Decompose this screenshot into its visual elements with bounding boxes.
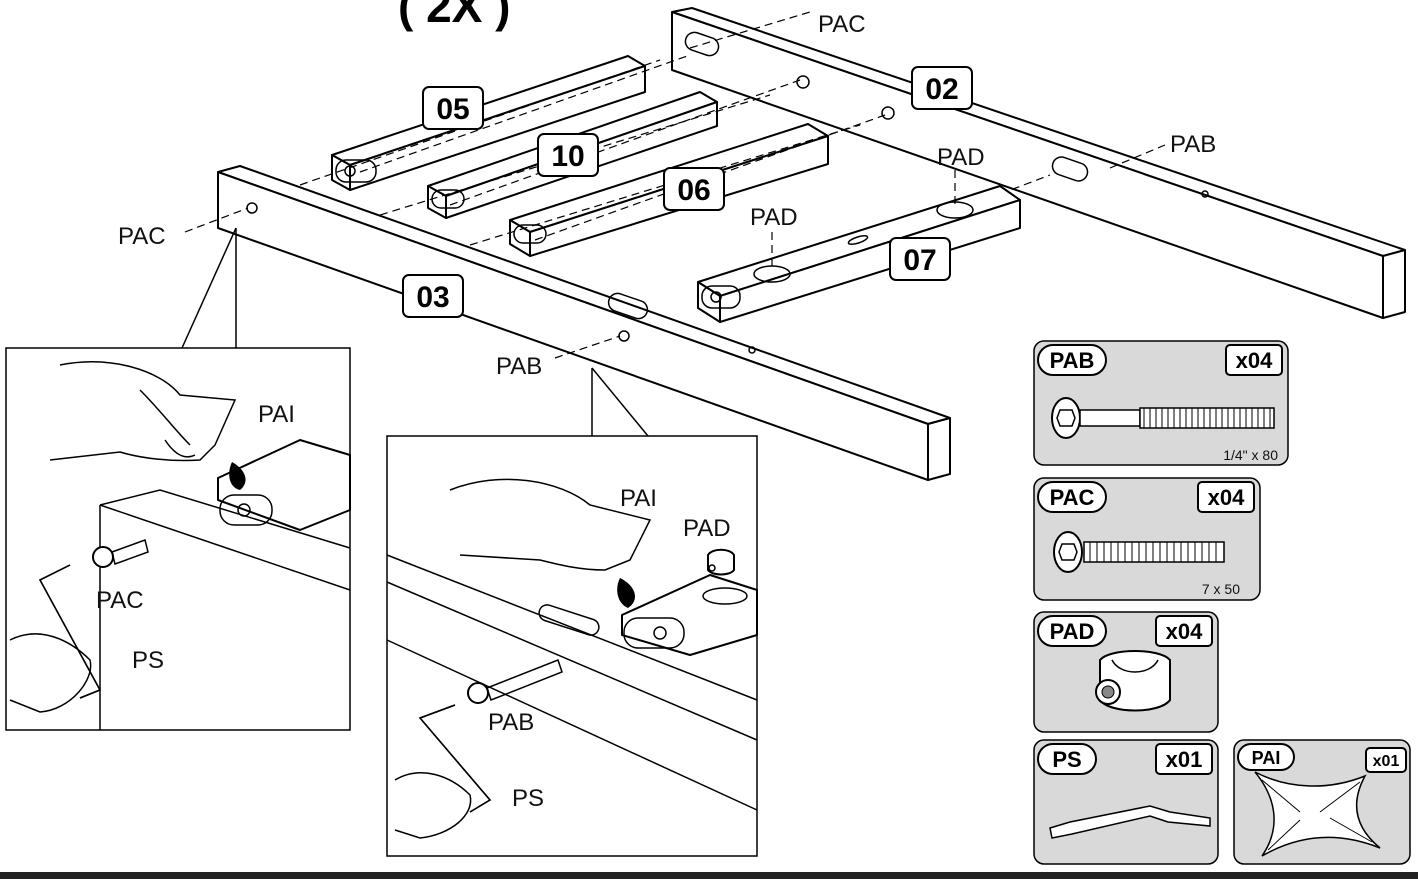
- tag-03: 03: [402, 274, 464, 318]
- callout-pab-mid: PAB: [496, 353, 542, 380]
- multiplier-label: ( 2X ): [398, 0, 510, 32]
- glue-bag-icon: [1254, 771, 1381, 857]
- barrel-nut-icon: [1095, 650, 1171, 712]
- hardware-name: PS: [1052, 747, 1081, 772]
- rail-02: [671, 7, 1406, 319]
- allen-key-icon: [1049, 805, 1211, 839]
- hardware-qty: x04: [1236, 348, 1273, 373]
- tag-06: 06: [663, 167, 725, 211]
- hardware-ps-panel: PS x01: [1033, 739, 1219, 865]
- rail-03: [217, 165, 951, 481]
- hardware-name: PAD: [1050, 619, 1095, 644]
- hardware-spec: 7 x 50: [1202, 581, 1240, 597]
- hardware-qty: x04: [1208, 485, 1245, 510]
- detail-left-pac: PAC: [96, 587, 144, 614]
- detail-left-ps: PS: [132, 647, 164, 674]
- detail-left-pai: PAI: [258, 401, 295, 428]
- hardware-qty: x01: [1166, 747, 1203, 772]
- svg-text:06: 06: [677, 174, 710, 207]
- svg-text:10: 10: [551, 140, 584, 173]
- tag-10: 10: [537, 133, 599, 177]
- hardware-pad-panel: PAD x04: [1033, 611, 1219, 733]
- detail-mid-pai: PAI: [620, 485, 657, 512]
- hardware-pab-panel: PAB x04 1/4" x 80: [1033, 340, 1289, 466]
- hardware-qty: x01: [1373, 753, 1400, 770]
- hardware-name: PAC: [1050, 485, 1095, 510]
- tag-07: 07: [889, 237, 951, 281]
- tag-05: 05: [422, 86, 484, 130]
- callout-pad-lower: PAD: [750, 204, 798, 231]
- callout-pab-right: PAB: [1170, 131, 1216, 158]
- svg-text:05: 05: [436, 93, 469, 126]
- hardware-pai-panel: PAI x01: [1233, 739, 1411, 865]
- tag-02: 02: [911, 66, 973, 110]
- svg-text:07: 07: [903, 244, 936, 277]
- hardware-qty: x04: [1166, 619, 1203, 644]
- callout-pad-upper: PAD: [937, 144, 985, 171]
- detail-panel-middle: PAI PAD PAB PS: [386, 367, 758, 857]
- svg-text:03: 03: [416, 281, 449, 314]
- hardware-spec: 1/4" x 80: [1223, 447, 1278, 463]
- hardware-name: PAI: [1252, 748, 1281, 768]
- rail-07: [697, 185, 1021, 323]
- callout-pac-left: PAC: [118, 223, 166, 250]
- hardware-name: PAB: [1050, 348, 1095, 373]
- svg-text:02: 02: [925, 73, 958, 106]
- callout-pac-top: PAC: [818, 11, 866, 38]
- detail-panel-left: PAI PAC PS: [5, 227, 351, 731]
- short-bolt-icon: [1053, 531, 1225, 573]
- detail-mid-ps: PS: [512, 785, 544, 812]
- long-bolt-icon: [1051, 397, 1275, 439]
- footer-bar: [0, 872, 1418, 879]
- detail-mid-pab: PAB: [488, 709, 534, 736]
- detail-mid-pad: PAD: [683, 515, 731, 542]
- hardware-pac-panel: PAC x04 7 x 50: [1033, 477, 1261, 601]
